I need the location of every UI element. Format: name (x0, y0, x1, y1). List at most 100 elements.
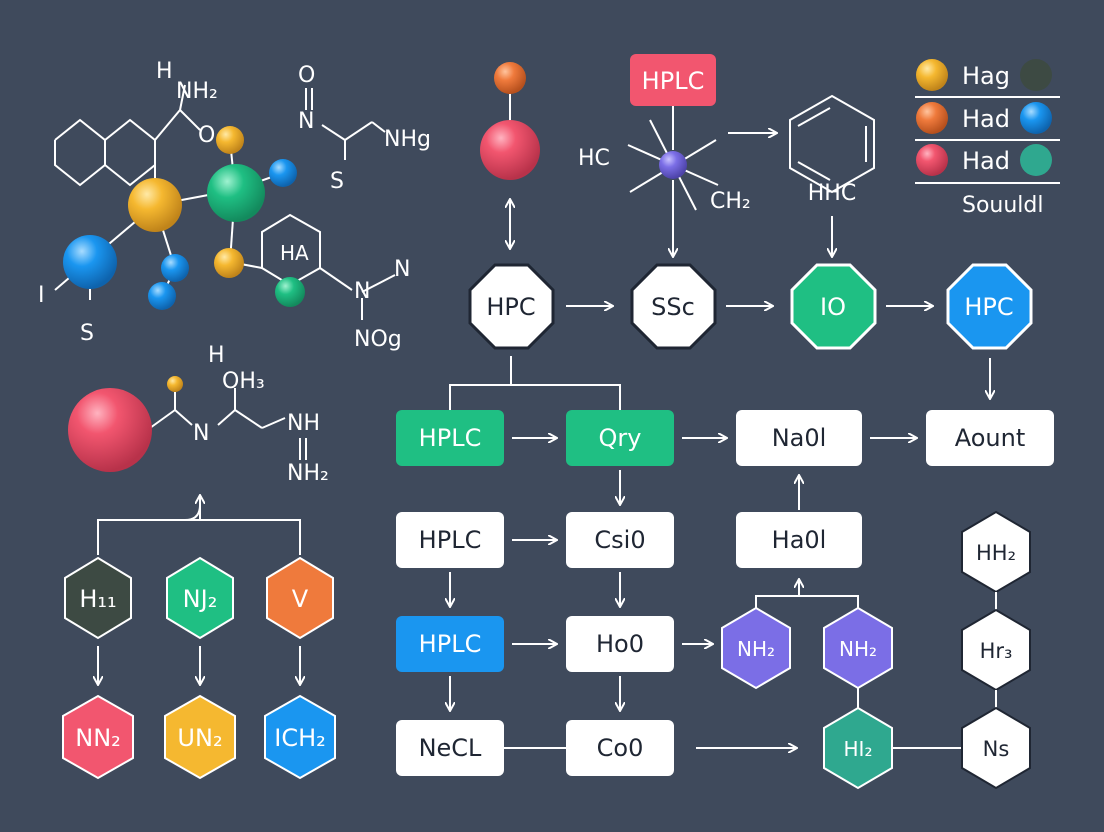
molecule-top-mid: O N NHg S N N NOg (298, 63, 431, 352)
node-label: SSc (651, 293, 695, 321)
atom-label: O (198, 123, 215, 148)
box-label: HPLC (419, 424, 482, 452)
hex-node (62, 694, 134, 780)
octagon-node (946, 263, 1033, 350)
ring-bond (54, 118, 106, 187)
atom-label: O (298, 63, 315, 88)
hex-node (166, 556, 234, 640)
octagon-node (468, 263, 555, 350)
hex-label: Ns (983, 737, 1010, 761)
atom-label: NH₂ (287, 461, 329, 486)
flow-box (736, 410, 862, 466)
legend-label-3: Had (962, 147, 1010, 175)
bond (217, 409, 236, 426)
node-label: HPC (964, 293, 1013, 321)
atom-orange (494, 62, 526, 94)
hex-label: NJ₂ (183, 585, 218, 613)
atom-label: NHg (384, 127, 431, 152)
hex-node (164, 694, 236, 780)
flow-box (396, 720, 504, 776)
atom-yellow-small (214, 248, 244, 278)
bond (319, 267, 353, 291)
atom-purple (659, 151, 687, 179)
atom-green-small (275, 277, 305, 307)
bond (261, 417, 286, 429)
atom-blue-small (148, 282, 176, 310)
atom-label: I (38, 283, 45, 308)
mid-flow: HPLC Qry Na0l Aount HPLC Csi0 Ha0l HPLC … (396, 410, 1054, 790)
atom-pink-large (68, 388, 152, 472)
legend-swatch-blue (1020, 102, 1052, 134)
flow-box (926, 410, 1054, 466)
atom-label: NH₂ (176, 79, 218, 104)
top-flow: HPLC HC CH₂ HHC HPC SSc IO HPC (449, 54, 1033, 410)
flow-box (566, 512, 674, 568)
legend-caption: Souuldl (962, 193, 1044, 218)
hex-label: ICH₂ (274, 724, 326, 752)
bond (179, 109, 201, 131)
hex-label: HI₂ (844, 737, 873, 761)
bond (149, 409, 176, 429)
box-label: HPLC (419, 630, 482, 658)
left-hex-grid: H₁₁ NJ₂ V NN₂ UN₂ ICH₂ (62, 496, 336, 780)
hex-node (961, 706, 1031, 790)
node-label: IO (820, 293, 846, 321)
flow-box (396, 616, 504, 672)
box-label: Aount (955, 424, 1026, 452)
atom-label: H (156, 59, 173, 84)
bond (174, 409, 193, 426)
atom-green (207, 164, 265, 222)
atom-blue (63, 235, 117, 289)
atom-label: S (330, 169, 344, 194)
atom-blue-small (269, 159, 297, 187)
atom-label: N (394, 257, 410, 282)
connector (184, 504, 201, 521)
bond (371, 121, 386, 133)
atom-label: S (80, 321, 94, 346)
molecule-top-left: H NH₂ O HA I S (38, 59, 396, 346)
bond (797, 107, 831, 127)
flow-box (566, 616, 674, 672)
hex-node (264, 694, 336, 780)
atom-label: HHC (808, 181, 856, 206)
hplc-top-label: HPLC (642, 67, 705, 95)
octagon-node (790, 263, 877, 350)
legend-swatch-dark (1020, 59, 1052, 91)
bond (154, 109, 181, 141)
legend-swatch-yellow (916, 59, 948, 91)
flow-box (396, 410, 504, 466)
bond (344, 121, 373, 141)
hex-label: HH₂ (976, 541, 1016, 565)
hex-label: Hr₃ (980, 639, 1013, 663)
hex-node (823, 706, 893, 790)
box-label: Ho0 (596, 630, 644, 658)
legend: Hag Had Had Souuldl (915, 59, 1060, 218)
legend-label-2: Had (962, 105, 1010, 133)
ring-bond (104, 118, 156, 187)
atom-yellow-tiny (167, 376, 183, 392)
bond (361, 274, 396, 293)
atom-label: CH₂ (710, 189, 751, 214)
bond (321, 124, 346, 141)
atom-label: N (354, 279, 370, 304)
ring-label: HA (280, 241, 309, 265)
legend-swatch-pink (916, 144, 948, 176)
hex-label: NH₂ (737, 637, 775, 661)
legend-label-1: Hag (962, 62, 1010, 90)
flow-box (736, 512, 862, 568)
box-label: Na0l (772, 424, 827, 452)
hex-label: NN₂ (75, 724, 121, 752)
connector (449, 384, 621, 410)
hplc-top-box (630, 54, 716, 106)
bond (797, 161, 831, 181)
hex-node (64, 556, 132, 640)
legend-swatch-teal (1020, 144, 1052, 176)
box-label: Ha0l (772, 526, 827, 554)
atom-label: H (208, 343, 225, 368)
hex-node (721, 606, 791, 690)
box-label: Csi0 (594, 526, 645, 554)
atom-blue-small (161, 254, 189, 282)
hex-label: H₁₁ (79, 585, 116, 613)
